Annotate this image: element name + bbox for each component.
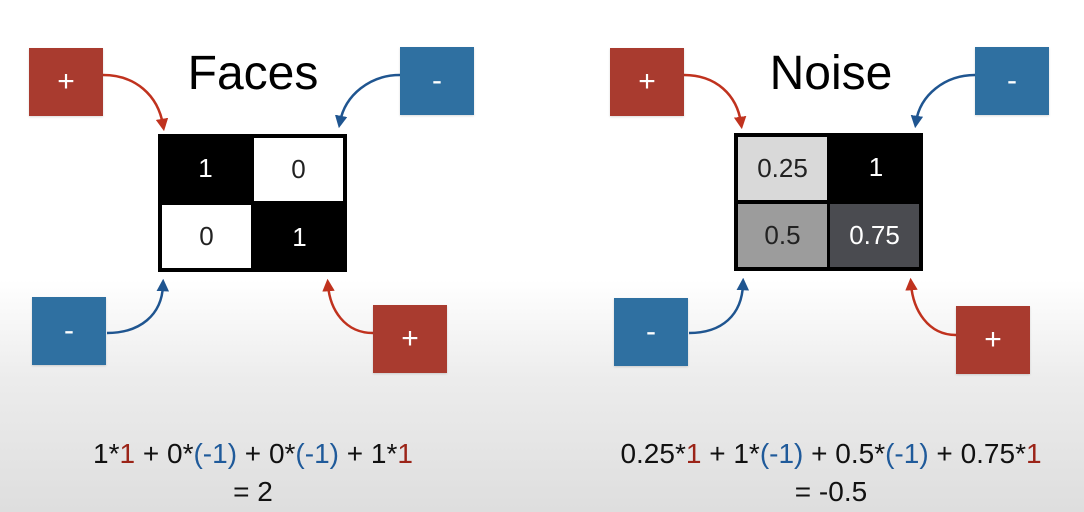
arrow-minus-bottom-left (106, 278, 170, 335)
plus-weight-box: + (373, 305, 447, 373)
grid-cell: 0.75 (830, 204, 919, 267)
arrow-plus-bottom-right (905, 277, 957, 337)
equation-term: + 0* (237, 438, 296, 469)
equation: 0.25*1 + 1*(-1) + 0.5*(-1) + 0.75*1 = -0… (551, 435, 1084, 511)
equation-term: + 1* (701, 438, 760, 469)
grid-cell: 0 (254, 138, 343, 201)
equation-term: (-1) (193, 438, 238, 469)
arrow-plus-top-left (102, 73, 169, 132)
equation-term: (-1) (295, 438, 339, 469)
equation-term: + 0.75* (928, 438, 1026, 469)
equation-term: + 1* (338, 438, 398, 469)
panel-title: Noise (769, 47, 893, 100)
arrow-minus-top-right (910, 73, 976, 129)
grid-cell: 1 (158, 134, 253, 203)
panel-title: Faces (187, 47, 319, 100)
minus-weight-box: - (614, 298, 688, 366)
equation: 1*1 + 0*(-1) + 0*(-1) + 1*1 = 2 (0, 435, 533, 511)
grid-cell: 0.5 (738, 204, 827, 267)
equation-result: = 2 (233, 476, 273, 507)
plus-weight-box: + (956, 306, 1030, 374)
arrow-plus-top-left (683, 73, 747, 130)
equation-term: (-1) (885, 438, 929, 469)
grid-cell: 0 (162, 205, 251, 268)
grid-cell: 1 (252, 203, 347, 272)
equation-term: + 0.5* (803, 438, 886, 469)
arrow-minus-top-right (334, 73, 401, 129)
equation-term: 1 (119, 438, 136, 469)
equation-term: + 0* (135, 438, 194, 469)
plus-weight-box: + (610, 48, 684, 116)
minus-weight-box: - (400, 47, 474, 115)
equation-term: 0.25* (620, 438, 686, 469)
faces-grid: 1 0 0 1 (158, 134, 347, 272)
minus-weight-box: - (975, 47, 1049, 115)
equation-term: 1 (397, 438, 413, 469)
plus-weight-box: + (29, 48, 103, 116)
grid-cell: 1 (829, 133, 923, 202)
grid-cell: 0.25 (738, 137, 827, 200)
minus-weight-box: - (32, 297, 106, 365)
noise-grid: 0.25 1 0.5 0.75 (734, 133, 923, 271)
equation-terms: 0.25*1 + 1*(-1) + 0.5*(-1) + 0.75*1 (551, 435, 1084, 473)
equation-result: = -0.5 (794, 476, 868, 507)
arrow-plus-bottom-right (322, 278, 374, 335)
arrow-minus-bottom-left (688, 277, 750, 335)
equation-term: 1* (93, 438, 120, 469)
equation-term: (-1) (759, 438, 804, 469)
equation-term: 1 (1025, 438, 1042, 469)
equation-term: 1 (685, 438, 702, 469)
equation-terms: 1*1 + 0*(-1) + 0*(-1) + 1*1 (0, 435, 533, 473)
